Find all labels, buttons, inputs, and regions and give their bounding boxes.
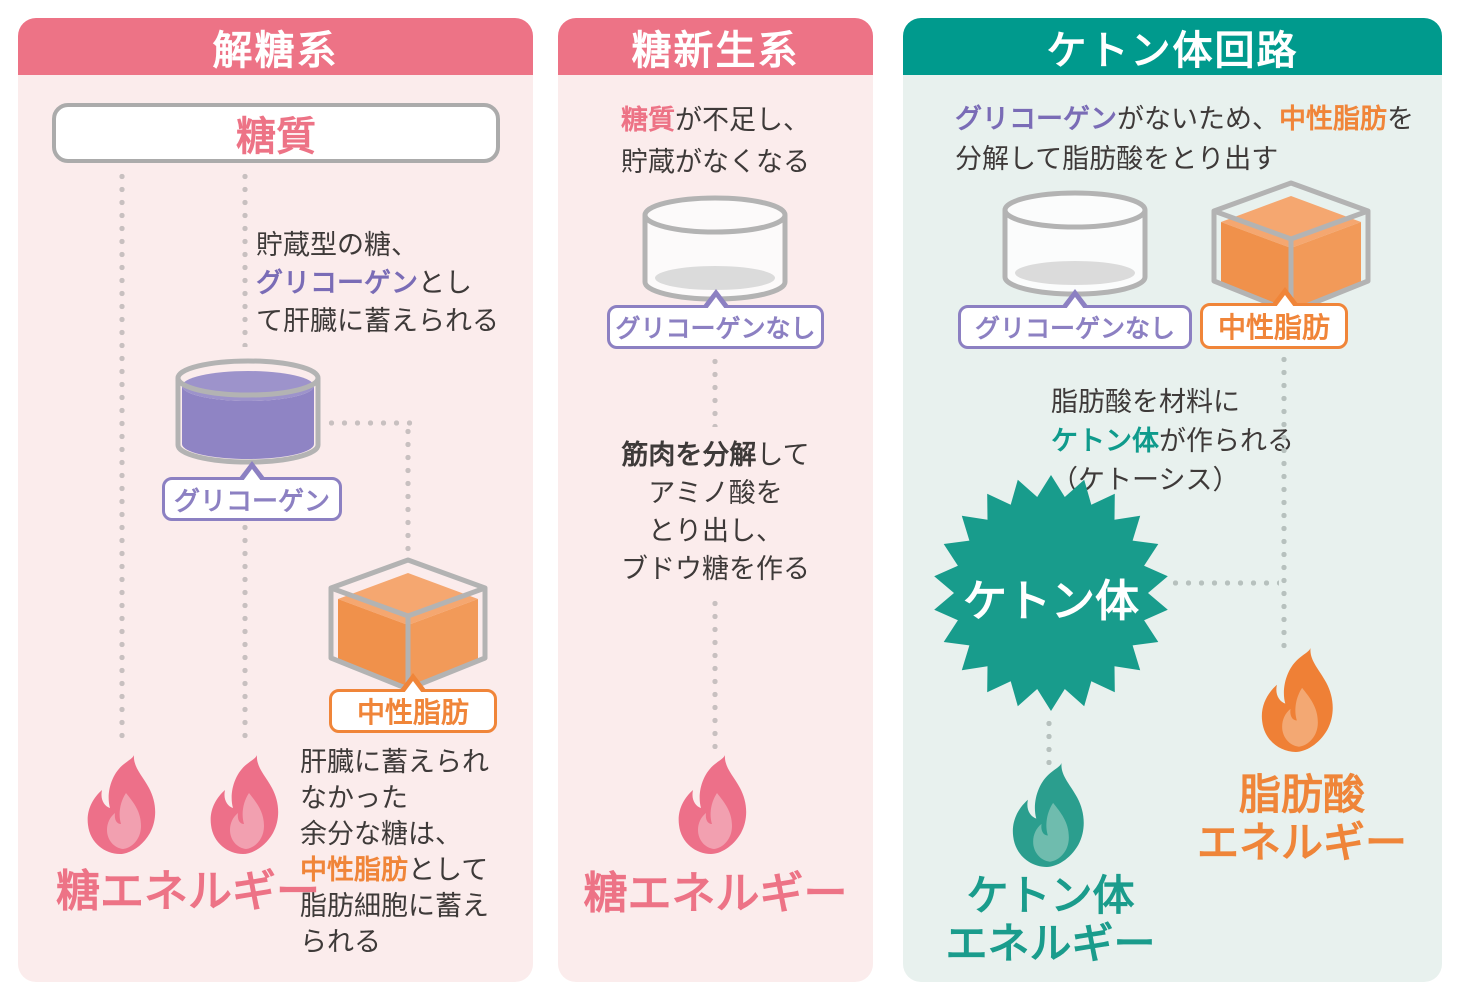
fatty-acid-energy-label: 脂肪酸 エネルギー [1196,770,1407,867]
neutral-fat-tag: 中性脂肪 [1200,303,1348,349]
ketone-burst-shape [934,475,1168,711]
panel-title: ケトン体回路 [903,18,1442,75]
dotted-connector [712,597,718,749]
ketone-burst-label: ケトン体 [963,576,1139,627]
sugar-energy-label: 糖エネルギー [56,866,320,917]
dotted-connector [119,170,125,745]
neutral-fat-tag: 中性脂肪 [329,689,497,733]
dotted-connector [325,420,413,426]
empty-cylinder-icon [1000,187,1150,305]
dotted-connector [712,355,718,427]
sugar-shortage-note: 糖質が不足し、 貯蔵がなくなる [621,105,810,178]
excess-sugar-note: 肝臓に蓄えられ なかった 余分な糖は、 中性脂肪として 脂肪細胞に蓄え られる [300,747,489,958]
fatty-acid-flame-icon [1260,648,1340,753]
sugar-energy-label: 糖エネルギー [583,868,848,919]
fat-breakdown-note: グリコーゲンがないため、中性脂肪を 分解して脂肪酸をとり出す [955,104,1414,175]
sugar-flame-icon [677,755,753,855]
no-glycogen-tag: グリコーゲンなし [958,305,1192,349]
ketone-energy-label: ケトン体 エネルギー [945,871,1156,968]
ketone-flame-icon [1011,763,1091,868]
panel-title: 解糖系 [18,18,533,75]
sugar-flame-icon [86,755,162,855]
panel-gluconeogenesis: 糖新生系 糖質が不足し、 貯蔵がなくなる グリコーゲンなし 筋肉を分解して アミ… [558,18,873,982]
dotted-connector [1046,717,1052,765]
carbohydrate-box: 糖質 [52,103,500,163]
dotted-connector [405,425,411,558]
panel-ketone-circuit: ケトン体回路 グリコーゲンがないため、中性脂肪を 分解して脂肪酸をとり出す [903,18,1442,982]
dotted-connector [1169,580,1279,586]
glycogen-tag: グリコーゲン [162,477,342,521]
fat-cube-icon [328,557,488,692]
no-glycogen-tag: グリコーゲンなし [607,305,824,349]
dotted-connector [242,170,248,347]
dotted-connector [1281,353,1287,651]
panel-glycolysis: 解糖系 糖質 貯蔵型の糖、 グリコーゲンとし て肝臓に蓄えられる グリコーゲン [18,18,533,982]
sugar-flame-icon [209,755,285,855]
glycogen-cylinder-icon [173,355,323,473]
panel-title: 糖新生系 [558,18,873,75]
empty-cylinder-icon [640,192,790,310]
ketosis-note: 脂肪酸を材料に ケトン体が作られる （ケトーシス） [1051,387,1294,496]
fat-cube-icon [1211,180,1371,315]
dotted-connector [242,508,248,745]
ketone-burst [931,473,1171,713]
glycogen-storage-note: 貯蔵型の糖、 グリコーゲンとし て肝臓に蓄えられる [256,230,499,337]
muscle-breakdown-note: 筋肉を分解して アミノ酸を とり出し、 ブドウ糖を作る [621,440,810,585]
